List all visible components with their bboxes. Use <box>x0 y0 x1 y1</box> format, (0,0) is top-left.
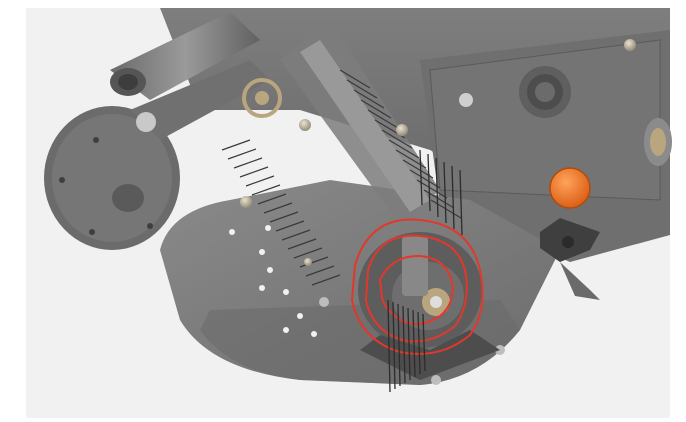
tine <box>419 149 423 206</box>
tine <box>233 157 263 169</box>
star-knob <box>540 218 600 300</box>
plate-hole <box>267 267 273 273</box>
tine <box>311 274 341 286</box>
tine <box>257 193 287 205</box>
comb-rake <box>221 20 462 286</box>
tine <box>239 166 269 178</box>
plate-hole <box>283 327 289 333</box>
tine <box>402 305 406 384</box>
tine <box>397 303 401 387</box>
tine <box>367 109 399 129</box>
tine <box>392 301 396 390</box>
plate-hole <box>283 289 289 295</box>
plate-holes <box>229 225 317 337</box>
tine <box>346 79 378 99</box>
tine <box>263 202 293 214</box>
tine <box>459 169 463 236</box>
tine <box>299 256 329 268</box>
plate-hole <box>259 249 265 255</box>
housing-port <box>519 66 571 118</box>
tine <box>281 229 311 241</box>
tube-arm <box>110 12 270 140</box>
tine <box>245 175 275 187</box>
tine <box>353 89 385 109</box>
tine <box>417 311 421 375</box>
tine <box>409 169 441 189</box>
tine <box>293 247 323 259</box>
brass-gear <box>242 78 282 118</box>
plate-hole <box>297 313 303 319</box>
tine <box>227 148 257 160</box>
lower-tines <box>387 149 463 393</box>
tine <box>451 165 455 230</box>
tine <box>443 161 447 224</box>
tine <box>416 179 448 199</box>
tine <box>339 69 371 89</box>
tine <box>407 307 411 381</box>
tine <box>427 153 431 212</box>
tine <box>251 184 281 196</box>
orange-reflector <box>549 167 591 209</box>
tine <box>360 99 392 119</box>
plate-hole <box>265 225 271 231</box>
tine <box>381 129 413 149</box>
right-shaft <box>644 118 672 166</box>
tine <box>422 313 426 372</box>
tine <box>275 220 305 232</box>
tine <box>387 299 391 393</box>
tine <box>435 157 439 218</box>
plate-hole <box>311 331 317 337</box>
tine <box>305 265 335 277</box>
plate-hole <box>259 285 265 291</box>
tine <box>287 238 317 250</box>
tine <box>388 139 420 159</box>
tine <box>221 139 251 151</box>
tine <box>412 309 416 378</box>
tine <box>269 211 299 223</box>
left-disc <box>44 106 180 250</box>
tine <box>402 159 434 179</box>
plate-hole <box>229 229 235 235</box>
